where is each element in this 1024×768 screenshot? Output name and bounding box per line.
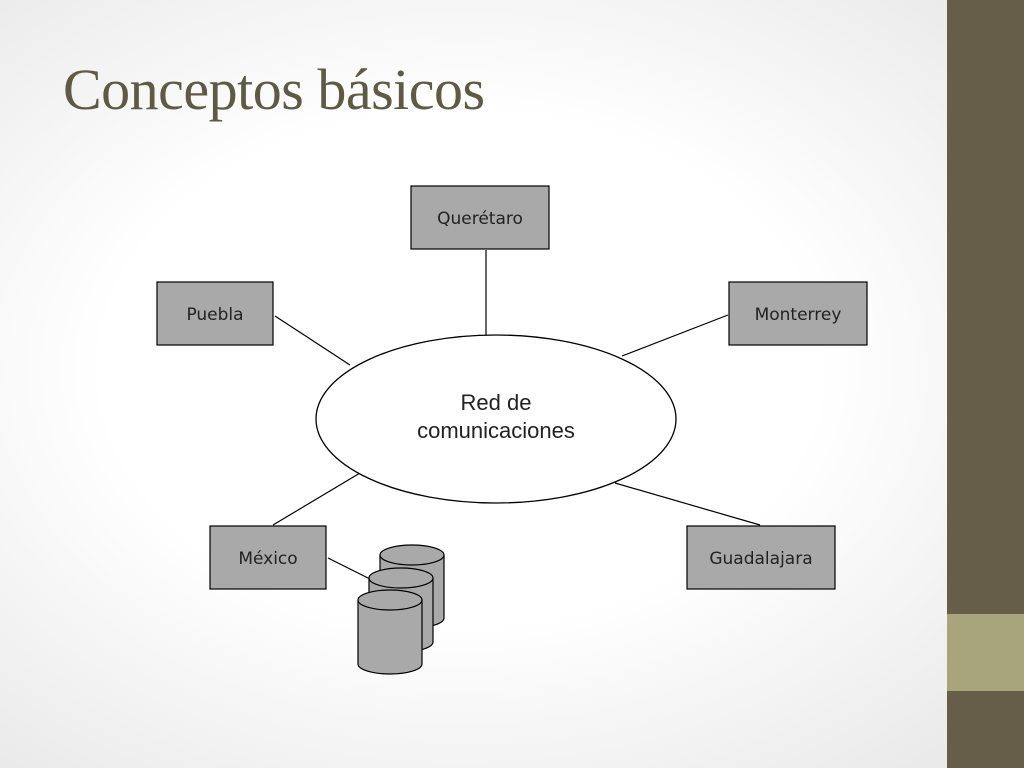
database-icon — [357, 544, 445, 675]
link-monterrey — [621, 314, 729, 357]
node-puebla: Puebla — [156, 281, 274, 346]
link-mexico — [272, 472, 361, 526]
node-label-mexico: México — [238, 549, 297, 569]
database-cylinder-front — [357, 589, 423, 675]
slide-title: Conceptos básicos — [63, 57, 485, 122]
node-label-guadalajara: Guadalajara — [709, 549, 812, 569]
node-label-monterrey: Monterrey — [755, 305, 842, 325]
center-label-line1: Red de — [461, 390, 532, 415]
node-guadalajara: Guadalajara — [686, 525, 836, 590]
center-label-line2: comunicaciones — [417, 418, 575, 443]
center-network: Red de comunicaciones — [315, 334, 677, 504]
node-monterrey: Monterrey — [728, 281, 868, 346]
node-mexico: México — [209, 525, 327, 590]
node-label-queretaro: Querétaro — [437, 209, 523, 229]
node-queretaro: Querétaro — [410, 185, 550, 250]
side-accent — [947, 614, 1024, 691]
link-database — [327, 557, 373, 581]
link-guadalajara — [614, 482, 761, 526]
link-puebla — [274, 315, 351, 366]
network-diagram: Red de comunicaciones Querétaro Puebla M… — [156, 185, 868, 675]
node-label-puebla: Puebla — [186, 305, 243, 325]
network-ellipse — [315, 334, 677, 504]
